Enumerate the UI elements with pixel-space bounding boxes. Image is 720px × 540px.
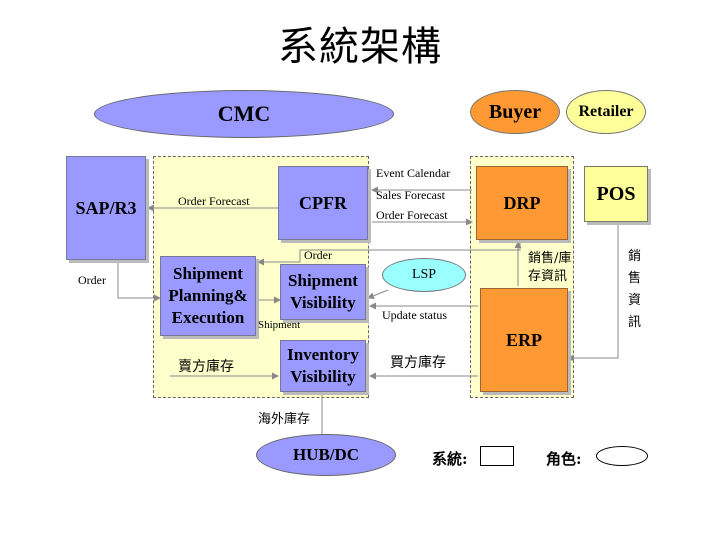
- shipment-planning-execution-system: Shipment Planning& Execution: [160, 256, 256, 336]
- legend-role-swatch: [596, 446, 648, 466]
- sales-inventory-info-label: 銷售/庫存資訊: [528, 251, 572, 284]
- legend-system-swatch: [480, 446, 514, 466]
- legend-role-label: 角色:: [546, 450, 582, 468]
- retailer-role: Retailer: [566, 90, 646, 134]
- buyer-inventory-label: 買方庫存: [390, 355, 446, 371]
- order-label-left: Order: [78, 273, 106, 287]
- event-calendar-label: Event Calendar: [376, 166, 451, 180]
- inventory-visibility-system: Inventory Visibility: [280, 340, 366, 392]
- lsp-role: LSP: [382, 258, 466, 292]
- cmc-role: CMC: [94, 90, 394, 138]
- order-forecast-label-left: Order Forecast: [178, 194, 250, 208]
- order-label-top: Order: [304, 248, 332, 262]
- pos-system: POS: [584, 166, 648, 222]
- update-status-label: Update status: [382, 308, 447, 322]
- order-forecast-label-right: Order Forecast: [376, 208, 448, 222]
- hub-dc-role: HUB/DC: [256, 434, 396, 476]
- shipment-visibility-system: Shipment Visibility: [280, 264, 366, 320]
- drp-system: DRP: [476, 166, 568, 240]
- sales-forecast-label: Sales Forecast: [376, 188, 445, 202]
- cpfr-system: CPFR: [278, 166, 368, 240]
- seller-inventory-label: 賣方庫存: [178, 359, 234, 375]
- erp-system: ERP: [480, 288, 568, 392]
- legend-system-label: 系統:: [432, 450, 468, 468]
- shipment-label: Shipment: [258, 319, 301, 331]
- slide-title: 系統架構: [278, 24, 442, 70]
- sap-r3-system: SAP/R3: [66, 156, 146, 260]
- buyer-role: Buyer: [470, 90, 560, 134]
- sales-info-label: 銷售資訊: [628, 249, 642, 330]
- overseas-inventory-label: 海外庫存: [258, 412, 311, 427]
